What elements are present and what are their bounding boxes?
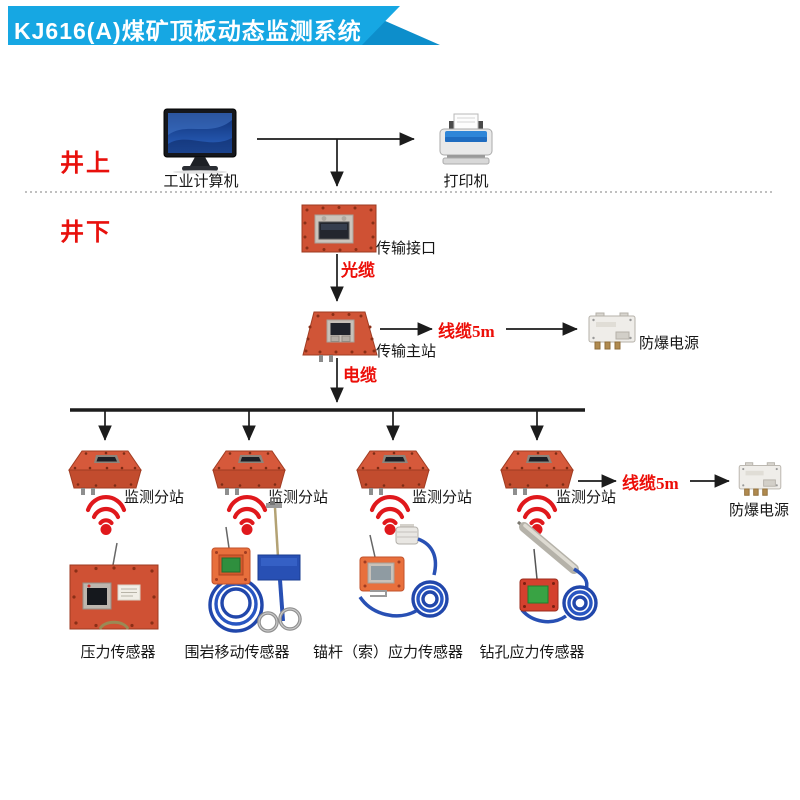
cable-5m-label-bottom: 线缆5m bbox=[622, 474, 679, 493]
wifi-icon-1 bbox=[85, 494, 127, 535]
substation-device-1 bbox=[68, 450, 142, 495]
pressure-sensor-device bbox=[69, 542, 159, 630]
borehole-stress-sensor-device bbox=[517, 520, 598, 624]
power-supply-label-2: 防爆电源 bbox=[729, 503, 790, 519]
title-banner: KJ616(A)煤矿顶板动态监测系统 bbox=[0, 0, 460, 52]
power-supply-device-2 bbox=[738, 462, 782, 496]
pressure-sensor-label: 压力传感器 bbox=[80, 645, 156, 661]
substation-device-3 bbox=[356, 450, 430, 495]
computer-label: 工业计算机 bbox=[163, 174, 239, 190]
borehole-stress-sensor-label: 钻孔应力传感器 bbox=[479, 645, 585, 661]
printer-icon bbox=[439, 113, 493, 165]
substation-device-4 bbox=[500, 450, 574, 495]
anchor-stress-sensor-label: 锚杆（索）应力传感器 bbox=[312, 645, 463, 661]
substation-label-1: 监测分站 bbox=[124, 490, 185, 506]
rock-movement-sensor-device bbox=[208, 501, 302, 633]
title-banner-shape bbox=[8, 6, 440, 45]
substation-label-3: 监测分站 bbox=[412, 490, 473, 506]
electric-cable-label: 电缆 bbox=[343, 366, 377, 385]
rock-movement-sensor-label: 围岩移动传感器 bbox=[184, 645, 290, 661]
zone-label-underground: 井下 bbox=[60, 220, 112, 246]
anchor-stress-sensor-device bbox=[358, 524, 449, 618]
optical-cable-label: 光缆 bbox=[341, 261, 375, 280]
transmission-interface-device bbox=[301, 204, 377, 253]
wifi-icon-3 bbox=[369, 494, 411, 535]
zone-label-surface: 井上 bbox=[60, 151, 112, 177]
wifi-icon-2 bbox=[226, 494, 268, 535]
substation-label-2: 监测分站 bbox=[268, 490, 329, 506]
industrial-computer-icon bbox=[163, 108, 237, 174]
transmission-master-label: 传输主站 bbox=[376, 344, 437, 360]
transmission-master-device bbox=[302, 311, 378, 362]
cable-5m-label-top: 线缆5m bbox=[438, 322, 495, 341]
power-supply-device-1 bbox=[588, 312, 636, 350]
power-supply-label-1: 防爆电源 bbox=[639, 336, 700, 352]
transmission-interface-label: 传输接口 bbox=[376, 241, 437, 257]
substation-device-2 bbox=[212, 450, 286, 495]
substation-label-4: 监测分站 bbox=[556, 490, 617, 506]
page-title: KJ616(A)煤矿顶板动态监测系统 bbox=[14, 18, 362, 44]
printer-label: 打印机 bbox=[443, 174, 489, 190]
